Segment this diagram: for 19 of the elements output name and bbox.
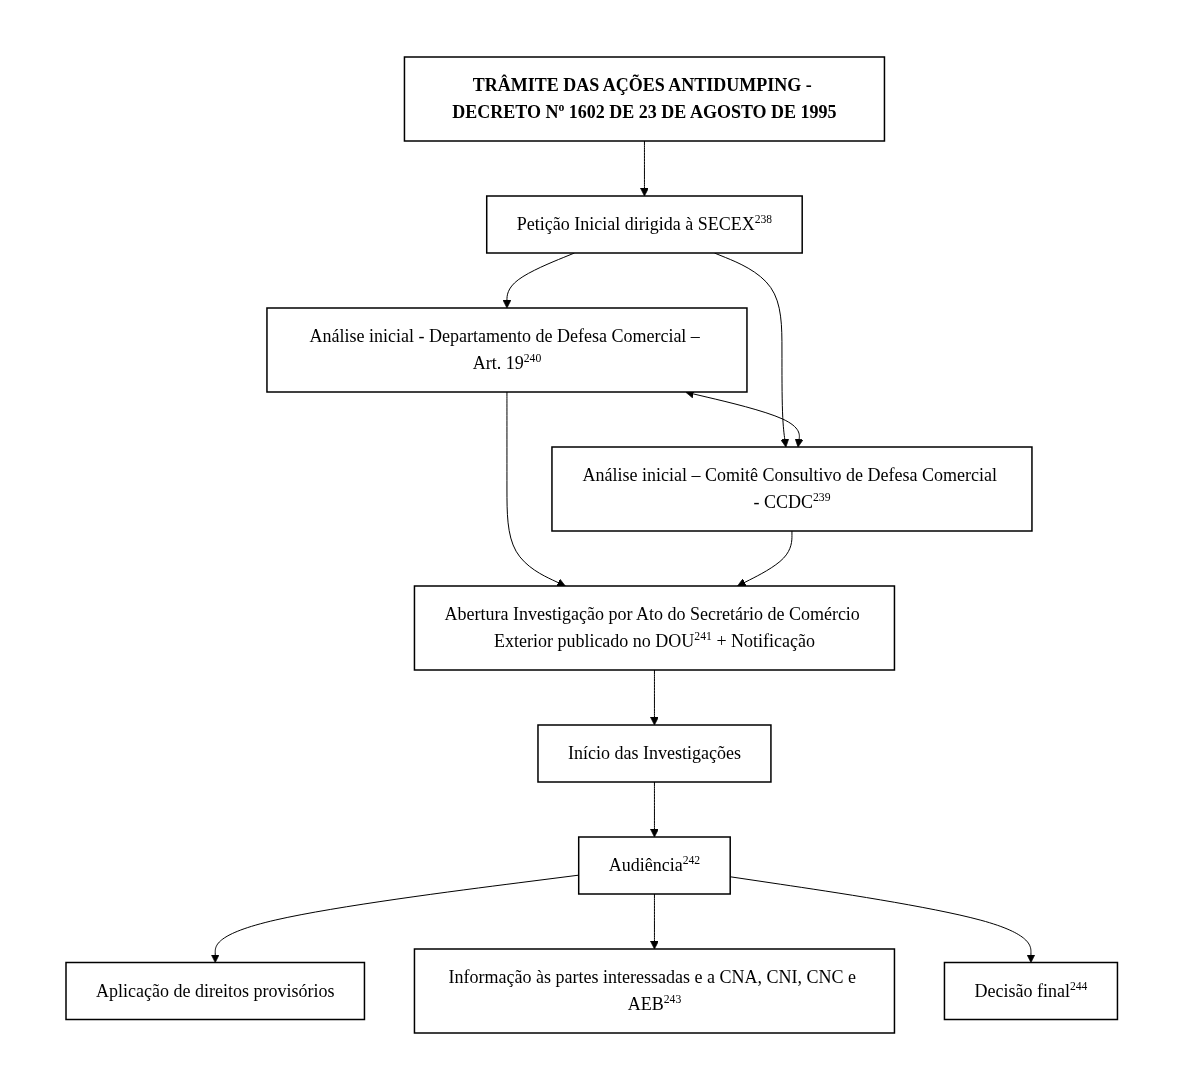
arrow xyxy=(210,874,579,963)
node-box: TRÂMITE DAS AÇÕES ANTIDUMPING - DECRETO N$^{o}$ 1602 DE 23 DE AGOSTO DE 1995 xyxy=(403,55,885,142)
arrow xyxy=(639,140,649,196)
arrow xyxy=(649,893,659,949)
node-box: Análise inicial – Comitê Consultivo de Defesa Comercial - CCDC$^{239}$ xyxy=(550,445,1033,532)
node-box: Análise inicial - Departamento de Defesa Comercial – Art. 19$^{240}$ xyxy=(265,306,748,393)
node-box: Informação às partes interessadas e a CNA, CNI, CNC e AEB$^{243}$ xyxy=(413,947,895,1034)
node-box: Abertura Investigação por Ato do Secretário de Comércio Exterior publicado no DOU$^{241}$ + Notificação xyxy=(413,584,895,671)
arrow xyxy=(506,391,566,587)
arrow xyxy=(649,669,659,725)
arrow xyxy=(649,781,659,837)
arrow xyxy=(502,252,575,308)
node-box: Audiência$^{242}$ xyxy=(577,835,731,895)
arrow xyxy=(729,875,1036,963)
node-box: Petição Inicial dirigida à SECEX$^{238}$ xyxy=(485,194,803,254)
node-box: Aplicação de direitos provisórios xyxy=(65,961,365,1020)
arrow xyxy=(736,530,793,586)
node-box: Início das Investigações xyxy=(537,723,772,783)
node-box: Decisão final$^{244}$ xyxy=(943,961,1118,1020)
